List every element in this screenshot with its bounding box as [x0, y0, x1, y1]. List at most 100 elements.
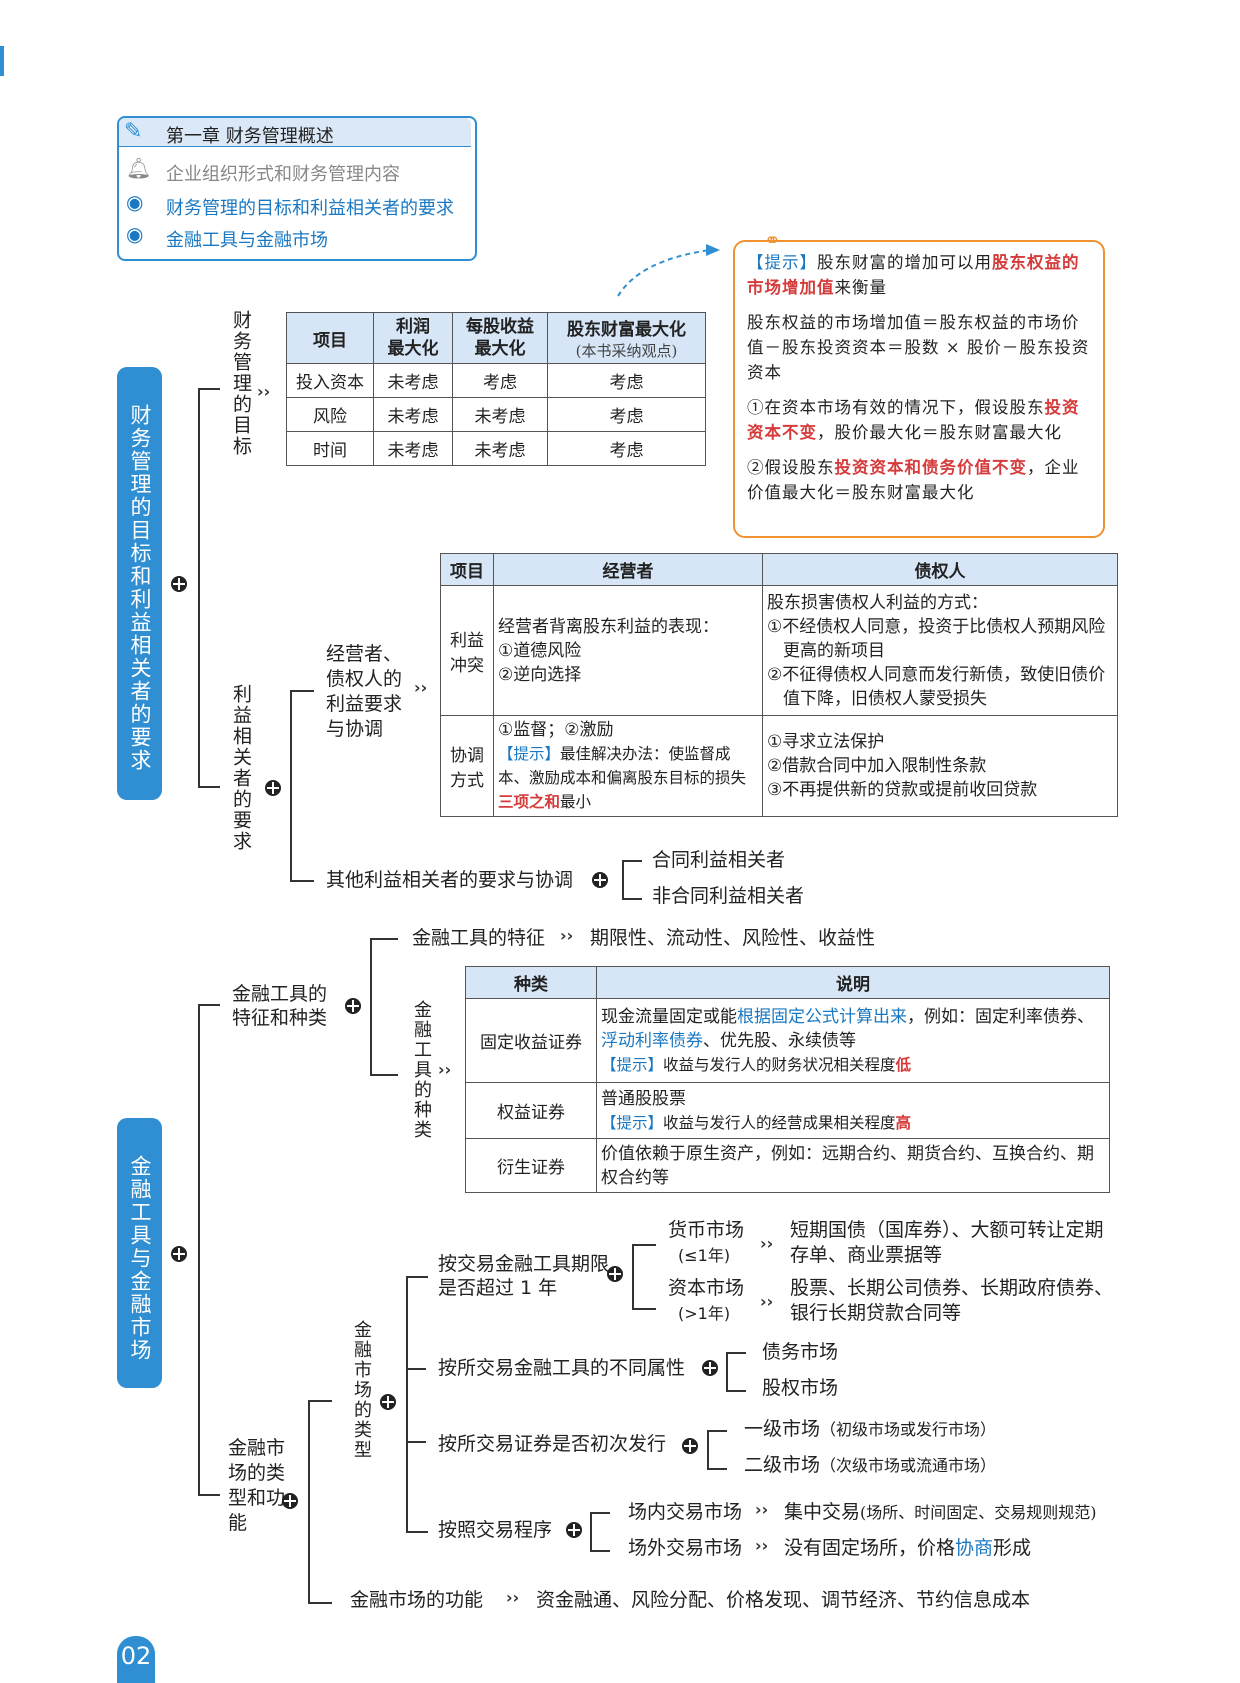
- stake-line: ②逆向选择: [498, 664, 582, 685]
- kind-highlight: 浮动利率债券: [601, 1030, 703, 1051]
- stake-line: ①道德风险: [498, 640, 582, 661]
- attr-item-2: 股权市场: [762, 1377, 839, 1399]
- in-exchange: 场内交易市场: [628, 1501, 743, 1523]
- secondary-note: （次级市场或流通市场）: [820, 1456, 997, 1475]
- out-ex-text: 没有固定场所，价格: [784, 1537, 956, 1559]
- tip-text: 最佳解决办法：使监督成本、激励成本和偏离股东目标的损失: [498, 745, 747, 787]
- expand-icon[interactable]: [380, 1394, 396, 1410]
- other-item-2: 非合同利益相关者: [652, 885, 805, 907]
- capital-note: (>1年): [678, 1304, 731, 1323]
- tip-text: 股东财富的增加可以用: [817, 253, 992, 272]
- expand-icon[interactable]: [592, 872, 608, 888]
- tip-highlight: 股东权益的市场增加值: [747, 253, 1080, 297]
- toc-box: [117, 116, 477, 261]
- mtype-label: 金融市场的类型: [351, 1320, 372, 1460]
- tip-text: ，股价最大化＝股东财富最大化: [817, 423, 1062, 442]
- bracket: [726, 1352, 746, 1392]
- bracket: [370, 938, 398, 1076]
- goal-cell: 投入资本: [286, 363, 374, 398]
- kind-text: 现金流量固定或能: [601, 1006, 737, 1027]
- bracket: [406, 1276, 428, 1533]
- attr-item-1: 债务市场: [762, 1341, 839, 1363]
- money-desc: 短期国债（国库券）、大额可转让定期存单、商业票据等: [790, 1219, 1104, 1266]
- capital-market: 资本市场: [668, 1277, 745, 1299]
- stake-line: ②借款合同中加入限制性条款: [767, 756, 987, 776]
- expand-icon[interactable]: [345, 998, 361, 1014]
- other-item-1: 合同利益相关者: [652, 849, 786, 871]
- goal-cell: 未考虑: [373, 431, 453, 466]
- goal-th-3: 股东财富最大化(本书采纳观点): [547, 312, 706, 364]
- kind-text: 普通股股票: [601, 1088, 686, 1109]
- tip-text: 收益与发行人的财务状况相关程度: [663, 1055, 896, 1074]
- in-ex-desc: 集中交易: [784, 1501, 861, 1523]
- stake-line: 经营者背离股东利益的表现：: [498, 616, 719, 637]
- goal-cell: 未考虑: [373, 397, 453, 432]
- expand-icon[interactable]: [702, 1360, 718, 1376]
- kind-row-label: 权益证券: [465, 1082, 597, 1139]
- arrow-icon: ››: [755, 1536, 769, 1555]
- goal-cell: 考虑: [452, 363, 548, 398]
- expand-icon[interactable]: [282, 1493, 298, 1509]
- arrow-icon: ››: [560, 926, 574, 945]
- arrow-icon: ››: [414, 678, 428, 697]
- goal-cell: 时间: [286, 431, 374, 466]
- by-term: 按交易金融工具期限是否超过 1 年: [438, 1253, 610, 1299]
- bracket: [707, 1430, 727, 1470]
- func-value: 资金融通、风险分配、价格发现、调节经济、节约信息成本: [536, 1589, 1031, 1611]
- section2-title: 金融工具与金融市场: [117, 1118, 162, 1388]
- by-attr: 按所交易金融工具的不同属性: [438, 1357, 686, 1379]
- out-ex-highlight: 协商: [955, 1537, 994, 1559]
- bracket: [290, 690, 314, 882]
- tip-box: 【提示】股东财富的增加可以用股东权益的市场增加值来衡量 股东权益的市场增加值＝股…: [733, 240, 1105, 538]
- branch: [406, 1441, 426, 1443]
- tip-highlight: 三项之和: [498, 792, 561, 811]
- tip-text: 来衡量: [834, 278, 887, 297]
- target-icon: ◉: [126, 190, 144, 214]
- kind-th-1: 说明: [596, 966, 1110, 999]
- by-proc: 按照交易程序: [438, 1519, 553, 1541]
- out-exchange: 场外交易市场: [628, 1537, 743, 1559]
- stake-th-0: 项目: [440, 553, 494, 586]
- bracket: [622, 860, 642, 900]
- goal-th-1: 利润 最大化: [373, 312, 453, 364]
- by-issue: 按所交易证券是否初次发行: [438, 1433, 667, 1455]
- tip-tag: 【提示】: [747, 253, 817, 272]
- kind-label: 金融工具的种类: [411, 1000, 432, 1140]
- tip-highlight: 投资资本不变: [747, 398, 1080, 442]
- expand-icon[interactable]: [682, 1438, 698, 1454]
- expand-icon[interactable]: [566, 1522, 582, 1538]
- expand-icon[interactable]: [265, 780, 281, 796]
- tip-text: ②假设股东: [747, 458, 835, 477]
- expand-icon[interactable]: [171, 576, 187, 592]
- arrow-icon: ››: [760, 1292, 774, 1311]
- toc-item-1[interactable]: 企业组织形式和财务管理内容: [166, 164, 400, 185]
- bracket: [198, 388, 220, 788]
- stake-cell: 经营者背离股东利益的表现： ①道德风险 ②逆向选择: [493, 585, 763, 716]
- clip-icon: ⚭: [764, 228, 781, 252]
- out-ex-text: 形成: [993, 1537, 1032, 1559]
- toc-item-3[interactable]: 金融工具与金融市场: [166, 230, 328, 251]
- expand-icon[interactable]: [607, 1266, 623, 1282]
- money-note: (≤1年): [678, 1246, 731, 1265]
- kind-cell: 普通股股票 【提示】收益与发行人的经营成果相关程度高: [596, 1082, 1110, 1139]
- feature-value: 期限性、流动性、风险性、收益性: [590, 927, 876, 949]
- edge-mark: [0, 46, 4, 76]
- mgr-label: 经营者、债权人的利益要求与协调: [326, 643, 403, 740]
- goal-table: 项目 利润 最大化 每股收益 最大化 股东财富最大化(本书采纳观点) 投入资本 …: [286, 312, 706, 466]
- callout-arrow: [617, 244, 720, 297]
- kind-text: ，例如：固定利率债券、: [907, 1006, 1094, 1027]
- expand-icon[interactable]: [171, 1246, 187, 1262]
- feature-label: 金融工具的特征: [412, 927, 546, 949]
- kind-table: 种类 说明 固定收益证券 现金流量固定或能根据固定公式计算出来，例如：固定利率债…: [465, 966, 1110, 1193]
- goal-cell: 考虑: [547, 363, 706, 398]
- goal-cell: 未考虑: [373, 363, 453, 398]
- stake-table: 项目 经营者 债权人 利益冲突 经营者背离股东利益的表现： ①道德风险 ②逆向选…: [440, 553, 1118, 817]
- primary-label: 一级市场: [744, 1418, 821, 1440]
- goal-th-note: (本书采纳观点): [575, 342, 678, 360]
- toc-item-2[interactable]: 财务管理的目标和利益相关者的要求: [166, 198, 454, 219]
- in-exchange-desc: 集中交易(场所、时间固定、交易规则规范): [784, 1500, 1097, 1525]
- arrow-icon: ››: [506, 1588, 520, 1607]
- kind-row-label: 衍生证券: [465, 1138, 597, 1193]
- stake-line: ①寻求立法保护: [767, 732, 885, 752]
- kind-tip: 【提示】收益与发行人的经营成果相关程度高: [601, 1111, 1105, 1135]
